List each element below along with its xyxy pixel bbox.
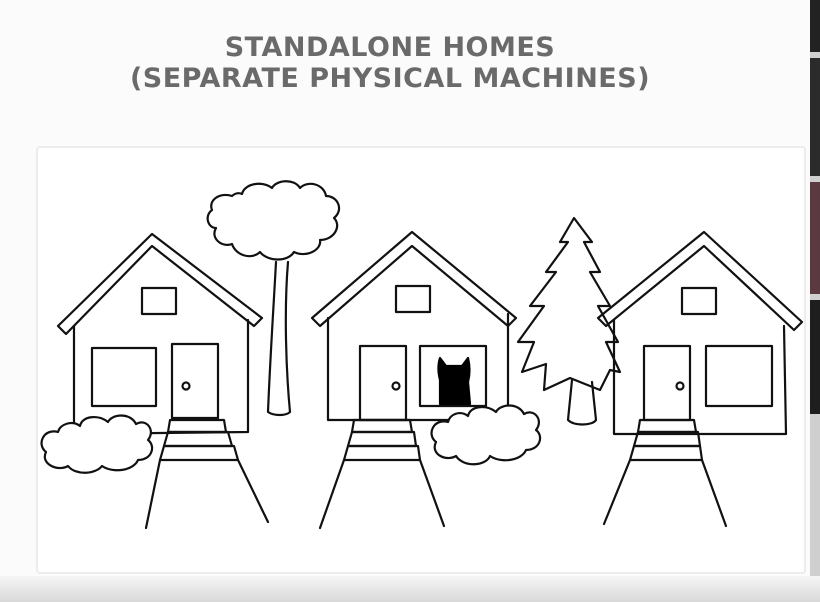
thumbnail-1[interactable] [810,0,820,52]
title-line-1: STANDALONE HOMES [224,32,556,63]
title-line-2: (SEPARATE PHYSICAL MACHINES) [129,63,651,94]
house-3 [596,230,804,528]
cat-silhouette [437,356,472,406]
pine-tree [516,216,622,426]
thumbnail-3[interactable] [810,182,820,294]
video-sidebar [810,0,820,602]
thumbnail-4[interactable] [810,300,820,414]
house-1 [40,232,270,530]
bottom-bar [0,576,820,602]
round-tree [206,180,341,417]
slide-title: STANDALONE HOMES (SEPARATE PHYSICAL MACH… [120,32,660,94]
thumbnail-2[interactable] [810,58,820,176]
house-2 [310,230,542,530]
